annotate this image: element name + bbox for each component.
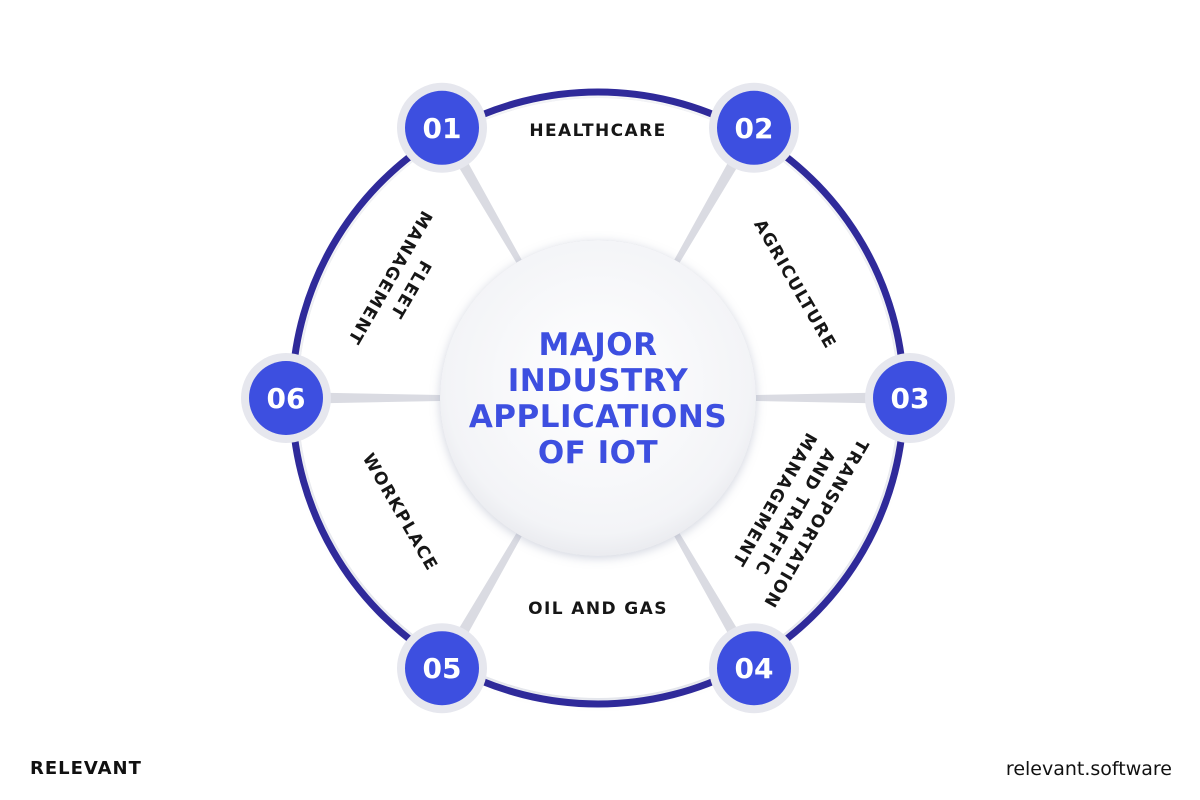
badge-number-03: 03 [891,382,930,415]
segment-01 [453,97,743,260]
number-badges: 01 02 03 04 05 06 [241,82,955,714]
badge-number-04: 04 [735,652,774,685]
segment-label-01: HEALTHCARE [529,121,666,141]
segment-04 [453,536,743,698]
badge-number-06: 06 [267,382,306,415]
website-link[interactable]: relevant.software [1005,758,1172,780]
segment-arc-01 [451,88,745,132]
badge-03 [873,361,947,435]
segment-arc-06 [288,135,439,391]
segment-03 [679,401,898,655]
segment-05 [298,401,517,655]
segment-arc-05 [288,405,439,661]
badge-number-02: 02 [735,112,774,145]
badge-05 [405,631,479,706]
segment-06 [298,141,517,395]
segment-arc-04 [451,664,745,708]
badge-number-05: 05 [423,652,462,685]
badge-01 [405,90,479,165]
badge-02 [717,90,791,165]
diagram-ring [288,88,908,708]
segment-arc-02 [757,135,908,391]
badge-04 [717,631,791,706]
segment-arc-03 [757,405,908,661]
center-circle [440,240,756,556]
badge-06 [249,361,323,435]
brand-logo: RELEVANT [30,758,142,779]
segment-label-04: OIL AND GAS [528,599,668,619]
badge-number-01: 01 [423,112,462,145]
segment-02 [679,141,898,395]
